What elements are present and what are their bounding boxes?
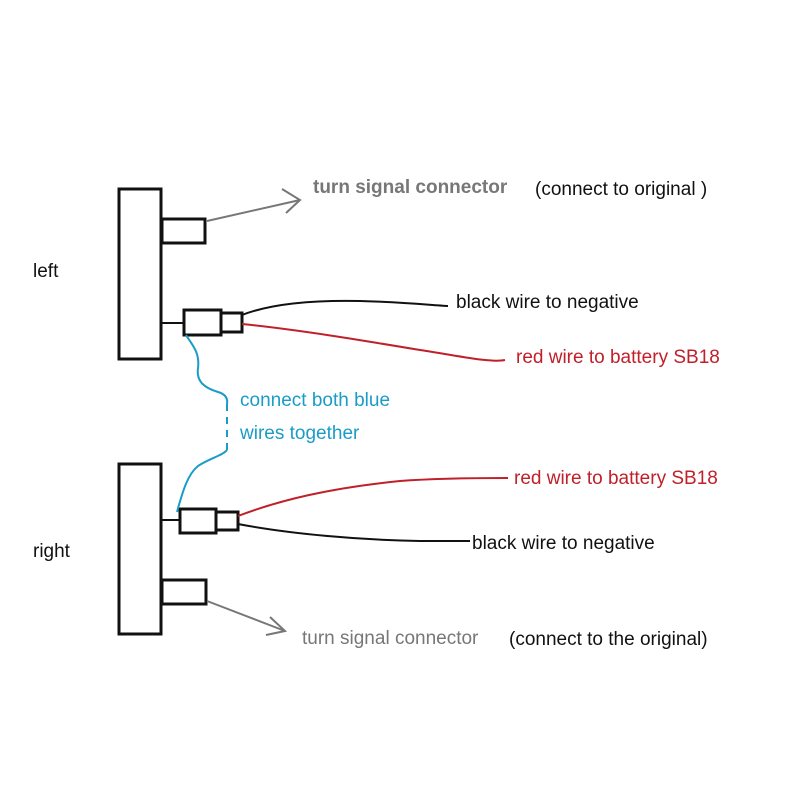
left-red-wire [241,323,506,362]
right-turn-signal-label: turn signal connector [302,628,479,649]
left-red-wire-label: red wire to battery SB18 [516,347,720,368]
left-black-wire [241,299,449,316]
right-red-wire-label: red wire to battery SB18 [514,468,718,489]
right-turn-signal-note: (connect to the original) [509,629,708,650]
left-turn-signal-note: (connect to original ) [535,179,708,200]
left-wire-connector-b [219,311,244,334]
right-turn-signal-plug [160,578,208,606]
left-mirror-body [117,187,163,361]
left-turn-signal-arrow [206,199,301,222]
left-turn-signal-label: turn signal connector [313,177,508,198]
left-label: left [33,261,59,282]
blue-note-line1: connect both blue [240,390,391,411]
left-black-wire-label: black wire to negative [456,292,639,313]
blue-note-line2: wires together [240,423,360,444]
left-turn-signal-arrowhead [281,188,302,214]
left-turn-signal-plug [160,217,207,245]
right-turn-signal-arrowhead [265,616,288,636]
right-blue-wire [176,449,228,513]
right-black-wire [237,523,470,542]
left-wire-connector-a [182,308,223,337]
right-turn-signal-arrow [206,600,286,632]
right-black-wire-label: black wire to negative [472,533,655,554]
right-wire-connector-b [214,510,240,532]
left-blue-wire [185,334,229,405]
right-red-wire [237,477,509,517]
right-label: right [33,541,70,562]
right-mirror-body [117,462,163,636]
right-wire-connector-a [178,507,218,535]
